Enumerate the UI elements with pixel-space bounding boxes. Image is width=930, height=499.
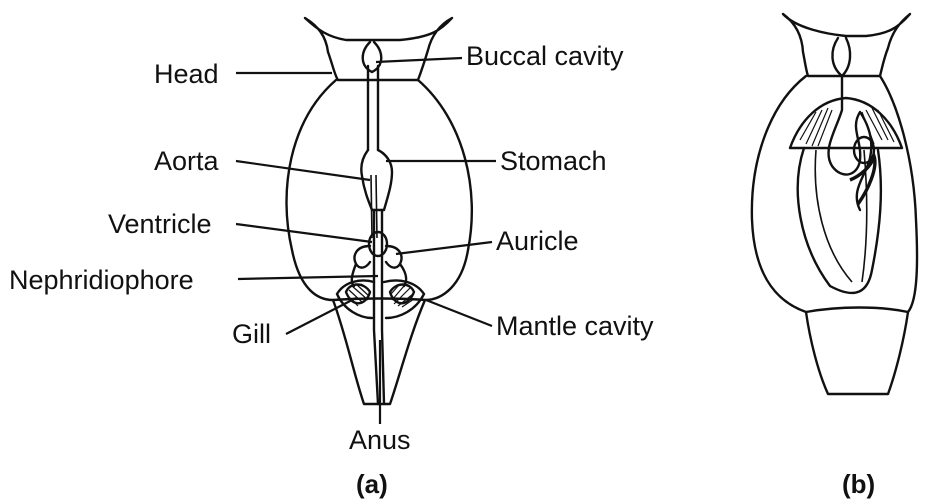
buccal-cavity-leader <box>376 58 462 62</box>
gill-right <box>390 285 414 308</box>
auricle-leader <box>396 242 492 254</box>
b-mantle-band <box>790 98 902 148</box>
gill-left <box>346 284 370 306</box>
nephridiophore-leader <box>238 276 378 279</box>
label-auricle: Auricle <box>496 226 579 256</box>
label-nephridiophore: Nephridiophore <box>9 265 194 295</box>
gill-leader <box>286 298 356 334</box>
aorta-leader <box>236 161 370 180</box>
caption-a: (a) <box>356 469 388 499</box>
label-aorta: Aorta <box>154 146 220 176</box>
label-ventricle: Ventricle <box>108 209 212 239</box>
label-anus: Anus <box>349 425 411 455</box>
b-waist-line <box>806 308 908 313</box>
ventricle-shape <box>369 232 387 256</box>
b-inner-sac <box>815 150 867 282</box>
label-mantle-cavity: Mantle cavity <box>496 311 654 341</box>
b-gills <box>800 108 894 146</box>
label-buccal-cavity: Buccal cavity <box>466 41 624 71</box>
b-head-cavity <box>832 38 850 76</box>
figure-b-drawing <box>752 14 917 394</box>
figure-a-labels: Head Buccal cavity Aorta Stomach Ventric… <box>9 41 654 499</box>
caption-b: (b) <box>842 469 875 499</box>
label-gill: Gill <box>232 319 271 349</box>
label-head: Head <box>154 59 219 89</box>
label-stomach: Stomach <box>500 146 607 176</box>
buccal-tube <box>368 66 378 150</box>
ventricle-leader <box>236 224 372 242</box>
b-visceral-sac <box>798 148 881 293</box>
figure-a-leader-lines <box>236 58 496 424</box>
b-head-outline <box>783 14 910 76</box>
b-body-outline <box>752 76 917 394</box>
mantle-cavity-leader <box>426 300 492 326</box>
